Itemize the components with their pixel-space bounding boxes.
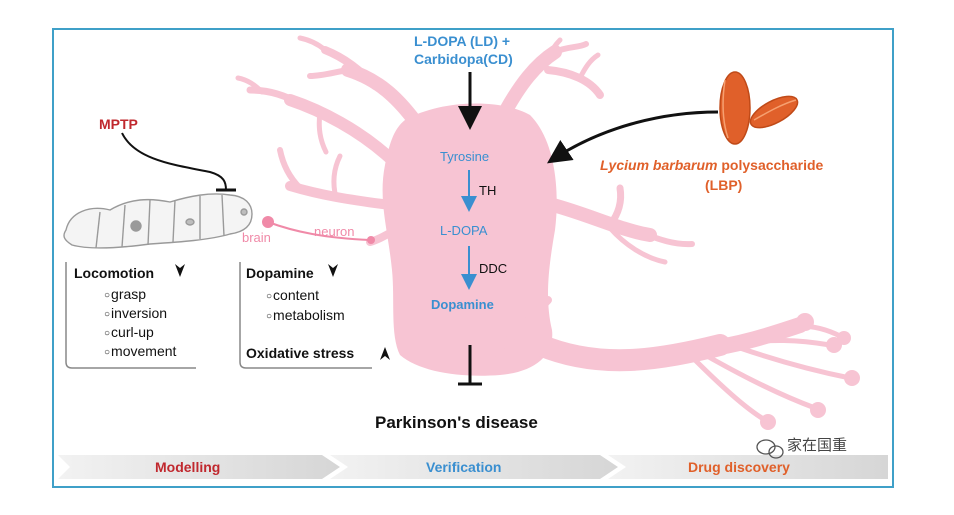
wechat-icon (756, 439, 784, 459)
carbidopa-label-line2: Carbidopa(CD) (414, 51, 513, 67)
goji-berry-illustration (719, 71, 799, 145)
watermark-text: 家在国重 (787, 437, 848, 454)
ldopa-pathway-label: L-DOPA (440, 223, 488, 238)
th-label: TH (479, 183, 497, 198)
lbp-label-line1: Lycium barbarum polysaccharide (600, 158, 823, 172)
dopamine-bracket (239, 262, 372, 369)
oxidative-up-arrow (380, 347, 390, 360)
parkinsons-disease-label: Parkinson's disease (375, 413, 538, 432)
brain-label: brain (242, 230, 271, 245)
neuron-dot (367, 236, 375, 244)
dopamine-item: metabolism (266, 308, 345, 323)
dopamine-down-arrow (328, 264, 338, 277)
lbp-rest: polysaccharide (717, 157, 824, 173)
mptp-inhibit-line (121, 132, 227, 191)
locomotion-item: movement (104, 344, 176, 359)
lbp-label-line2: (LBP) (705, 177, 743, 193)
figure-frame (52, 28, 894, 488)
locomotion-down-arrow (175, 264, 185, 277)
locomotion-item: grasp (104, 287, 146, 302)
stage-modelling-label: Modelling (155, 459, 221, 475)
dopamine-item: content (266, 288, 319, 303)
locomotion-title: Locomotion (74, 265, 155, 281)
brain-neuron-link (262, 216, 375, 244)
stage-band (58, 455, 888, 479)
stage-verification-label: Verification (426, 459, 502, 475)
oxidative-stress-label: Oxidative stress (246, 345, 355, 361)
dopamine-title: Dopamine (246, 265, 314, 281)
silkworm-illustration (63, 193, 253, 249)
locomotion-bracket (65, 262, 196, 369)
dopamine-pathway-label: Dopamine (431, 297, 494, 312)
neuron-shape (235, 35, 860, 430)
neuron-label: neuron (314, 224, 355, 239)
ldopa-label-line1: L-DOPA (LD) + (414, 33, 511, 49)
stage-drug-discovery-label: Drug discovery (688, 459, 790, 475)
locomotion-item: curl-up (104, 325, 154, 340)
lbp-input-arrow (547, 110, 719, 164)
stage-chevron-2 (330, 455, 618, 479)
locomotion-item: inversion (104, 306, 167, 321)
ddc-label: DDC (479, 261, 508, 276)
tyrosine-label: Tyrosine (440, 149, 490, 164)
stage-chevron-1 (58, 455, 340, 479)
mptp-label: MPTP (99, 116, 138, 132)
stage-chevron-3 (608, 455, 888, 479)
lbp-species: Lycium barbarum (600, 157, 718, 173)
